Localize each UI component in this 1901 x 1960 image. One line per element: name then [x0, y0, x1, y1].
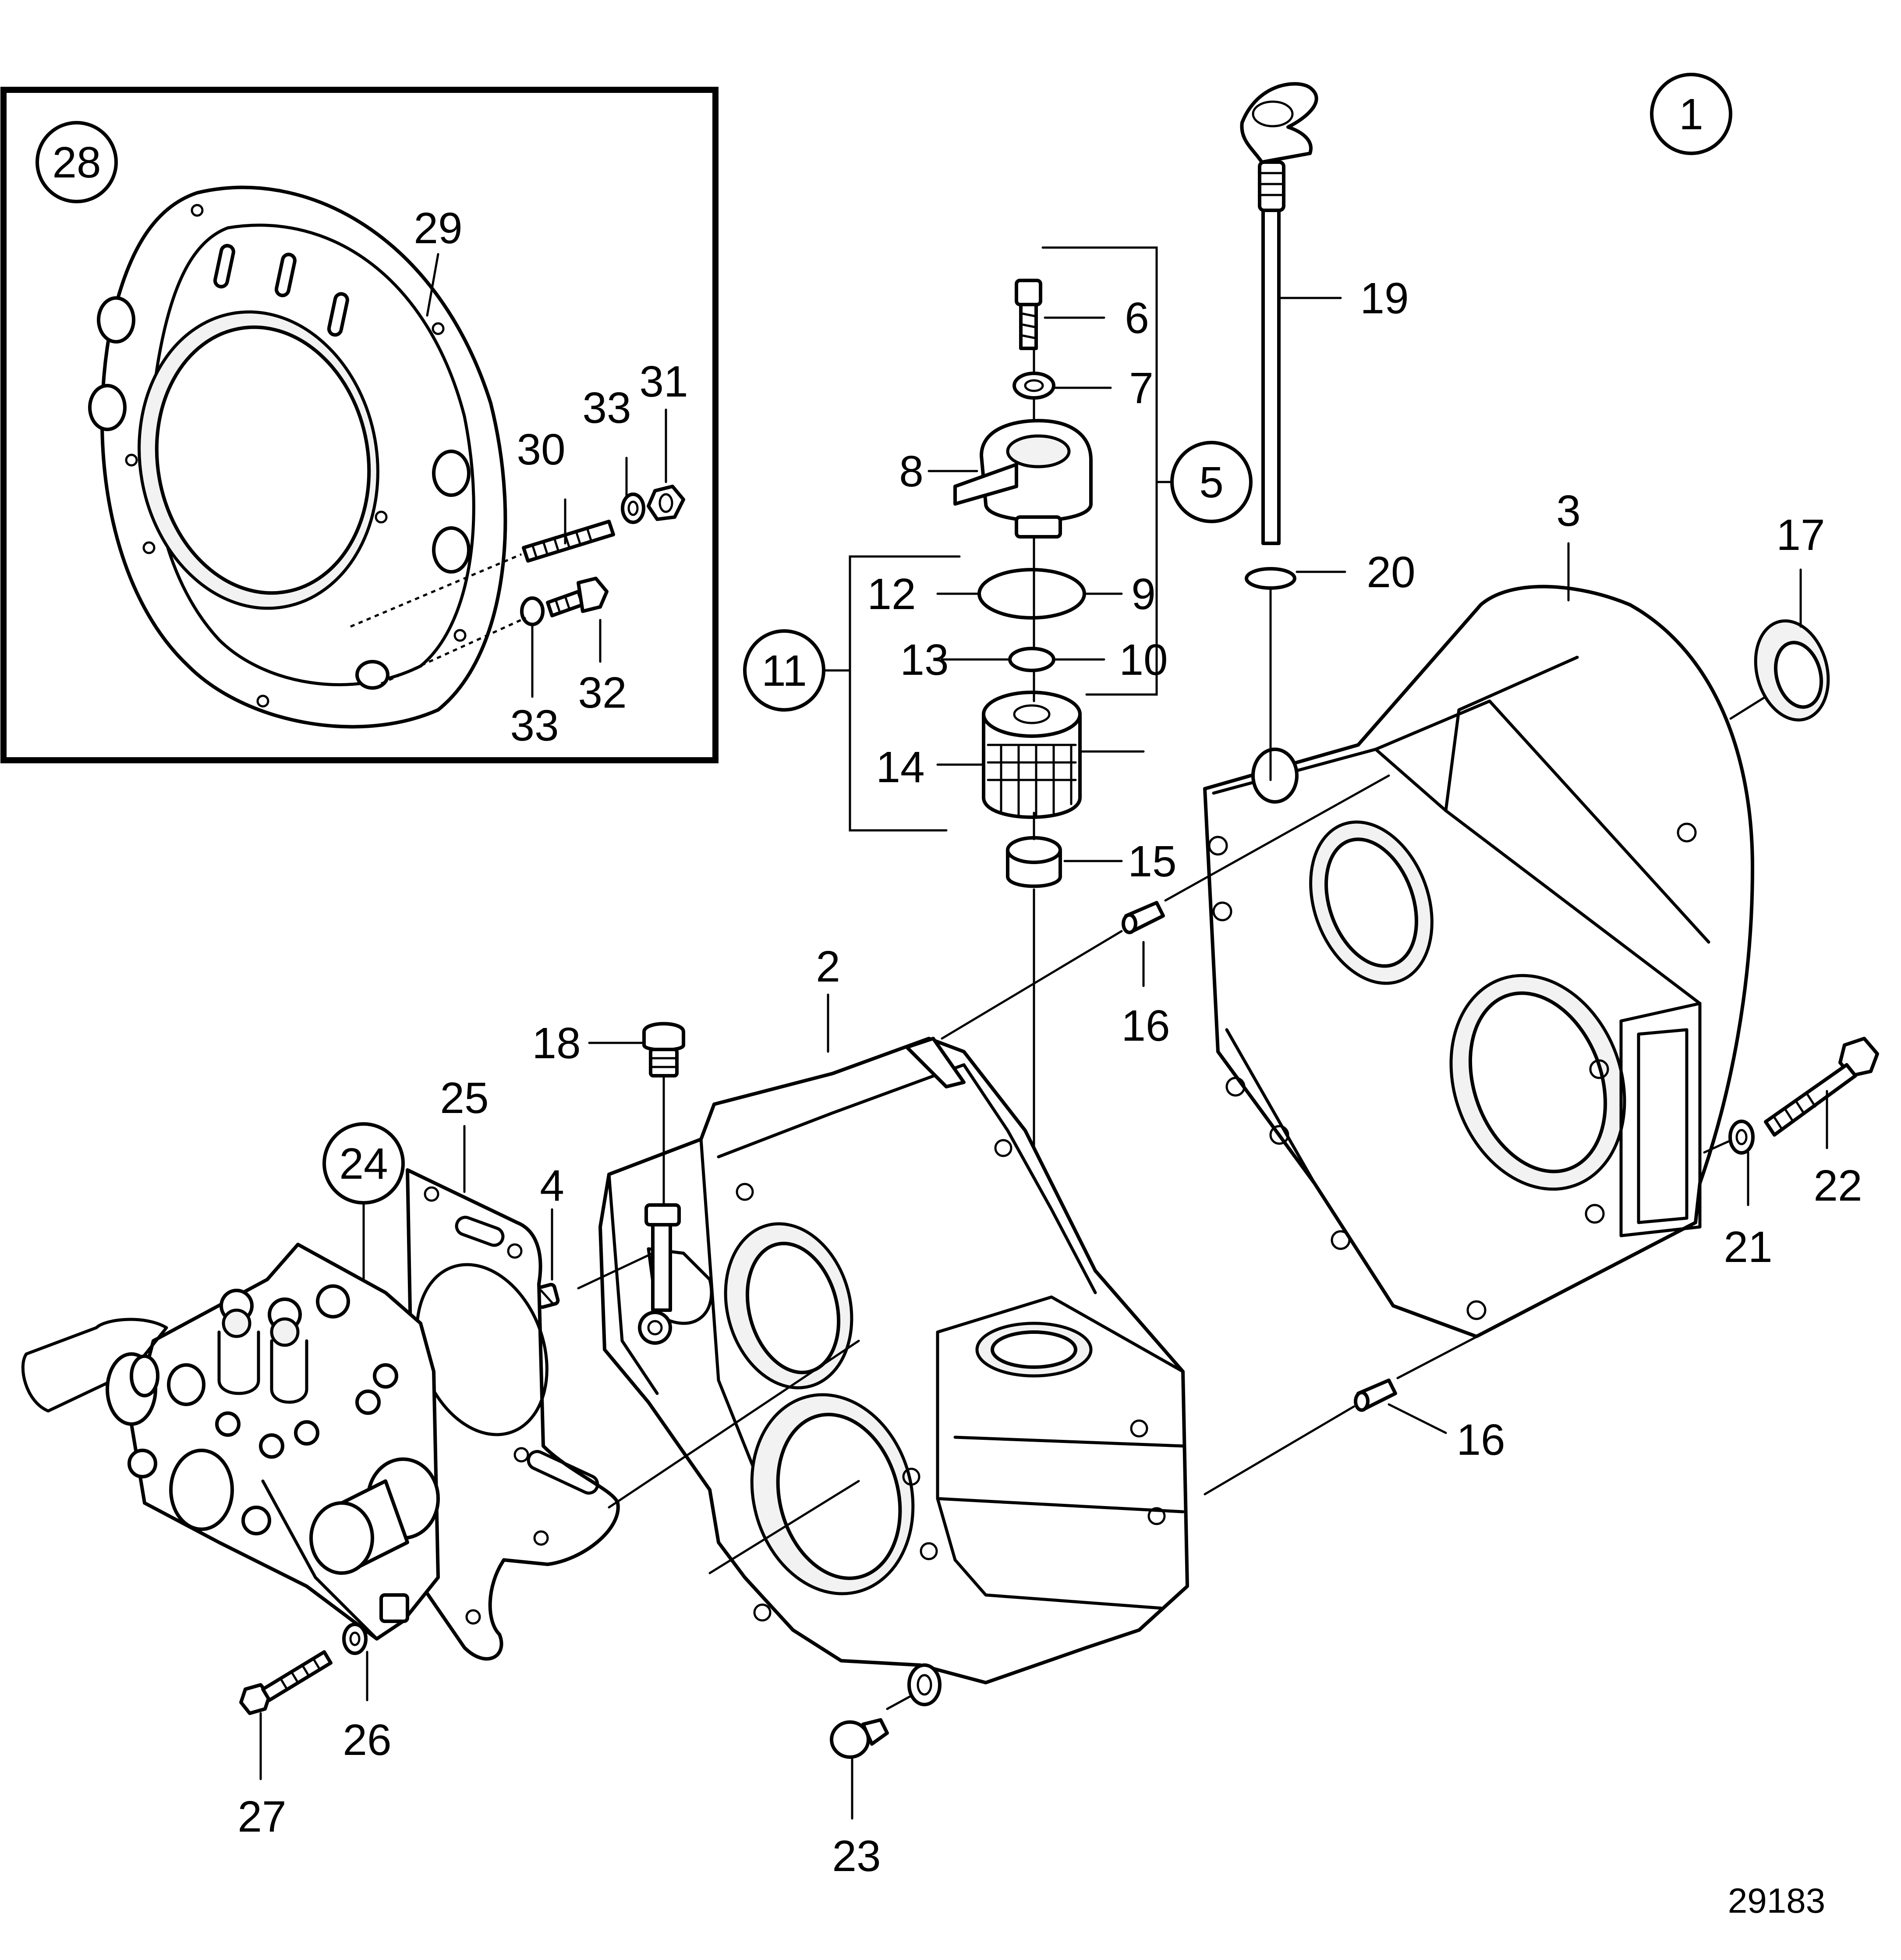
callout-14: 14 [876, 743, 924, 792]
callout-7: 7 [1129, 364, 1154, 413]
o-ring-12-9 [977, 568, 1086, 620]
callout-26: 26 [343, 1715, 391, 1765]
assembly-line-4 [941, 930, 1123, 1040]
o-ring-20 [1245, 567, 1296, 590]
callout-16-lower: 16 [1456, 1415, 1505, 1464]
assembly-line-1 [577, 1252, 654, 1290]
assembly-line-8 [1703, 1140, 1730, 1154]
assembly-line-7 [1396, 1326, 1495, 1379]
dowel-pin-16-upper [1122, 901, 1165, 934]
callout-5: 5 [1199, 458, 1224, 507]
dipstick-19 [1240, 82, 1318, 545]
callout-29: 29 [414, 204, 462, 253]
leader-lines [259, 253, 1828, 1820]
callout-33-lower: 33 [510, 701, 559, 750]
callout-30: 30 [517, 425, 565, 474]
callout-circle-24 [322, 1122, 405, 1205]
cover-8 [953, 419, 1093, 539]
flange-plate-29 [88, 185, 507, 729]
callout-32: 32 [578, 668, 627, 717]
seal-17 [1754, 619, 1830, 722]
washer-26 [342, 1623, 368, 1655]
plug-18 [642, 1022, 685, 1077]
washer-7 [1012, 372, 1055, 400]
callout-27: 27 [237, 1792, 286, 1841]
callout-13: 13 [900, 635, 949, 684]
callout-circle-28 [35, 121, 118, 203]
stud-30 [522, 520, 615, 563]
callout-23: 23 [832, 1832, 881, 1881]
valve-block-24 [21, 1243, 440, 1641]
assembly-line-3 [708, 1480, 860, 1574]
callout-31: 31 [639, 357, 688, 406]
figure-number: 29183 [1728, 1881, 1825, 1920]
bolt-22 [1764, 1037, 1879, 1137]
assembly-line-10 [1729, 695, 1767, 720]
callout-11: 11 [761, 646, 807, 695]
nut-31 [647, 485, 685, 521]
plug-23-axis [886, 1694, 913, 1710]
callout-21: 21 [1724, 1223, 1772, 1272]
callout-24: 24 [339, 1139, 388, 1188]
assembly-line-6 [1204, 1405, 1355, 1496]
gasket-25 [406, 1168, 620, 1661]
dowel-pin-16-lower [1354, 1379, 1397, 1412]
o-ring-13-10 [1008, 647, 1055, 672]
bolt-32 [520, 577, 609, 626]
callout-4: 4 [540, 1161, 564, 1210]
screw-6 [1015, 279, 1042, 350]
washer-33-upper [621, 493, 645, 524]
inset-dash-2 [380, 617, 527, 685]
bracket-11 [822, 555, 961, 832]
callout-3: 3 [1556, 486, 1581, 535]
assembly-line-5 [1164, 774, 1390, 902]
callout-8: 8 [899, 447, 924, 496]
sleeve-15 [1006, 836, 1062, 888]
callout-9: 9 [1131, 570, 1156, 619]
callout-12: 12 [867, 570, 916, 619]
callout-10: 10 [1119, 635, 1168, 684]
housing-2 [598, 1037, 1189, 1684]
washer-21 [1728, 1120, 1755, 1155]
filter-element-14 [982, 691, 1082, 819]
callout-22: 22 [1813, 1161, 1862, 1210]
callout-1: 1 [1679, 90, 1703, 139]
assembly-line-2 [608, 1340, 860, 1509]
seal-ring-23 [907, 1663, 942, 1706]
callout-33-upper: 33 [582, 383, 631, 432]
callout-circle-5 [1170, 441, 1253, 523]
callout-17: 17 [1776, 510, 1825, 560]
callout-circle-11 [743, 629, 825, 712]
callout-18: 18 [532, 1019, 581, 1068]
housing-3 [1203, 585, 1754, 1338]
callout-2: 2 [816, 942, 840, 991]
callout-6: 6 [1125, 294, 1149, 343]
callout-20: 20 [1366, 548, 1415, 597]
bolt-27 [239, 1650, 333, 1715]
callout-28: 28 [52, 138, 101, 187]
plug-23 [830, 1718, 889, 1759]
callout-16-upper: 16 [1121, 1001, 1170, 1050]
callout-19: 19 [1360, 274, 1409, 323]
callout-25: 25 [440, 1074, 489, 1123]
inset-frame [0, 87, 719, 763]
callout-circle-1 [1650, 73, 1732, 155]
callout-15: 15 [1128, 837, 1176, 886]
